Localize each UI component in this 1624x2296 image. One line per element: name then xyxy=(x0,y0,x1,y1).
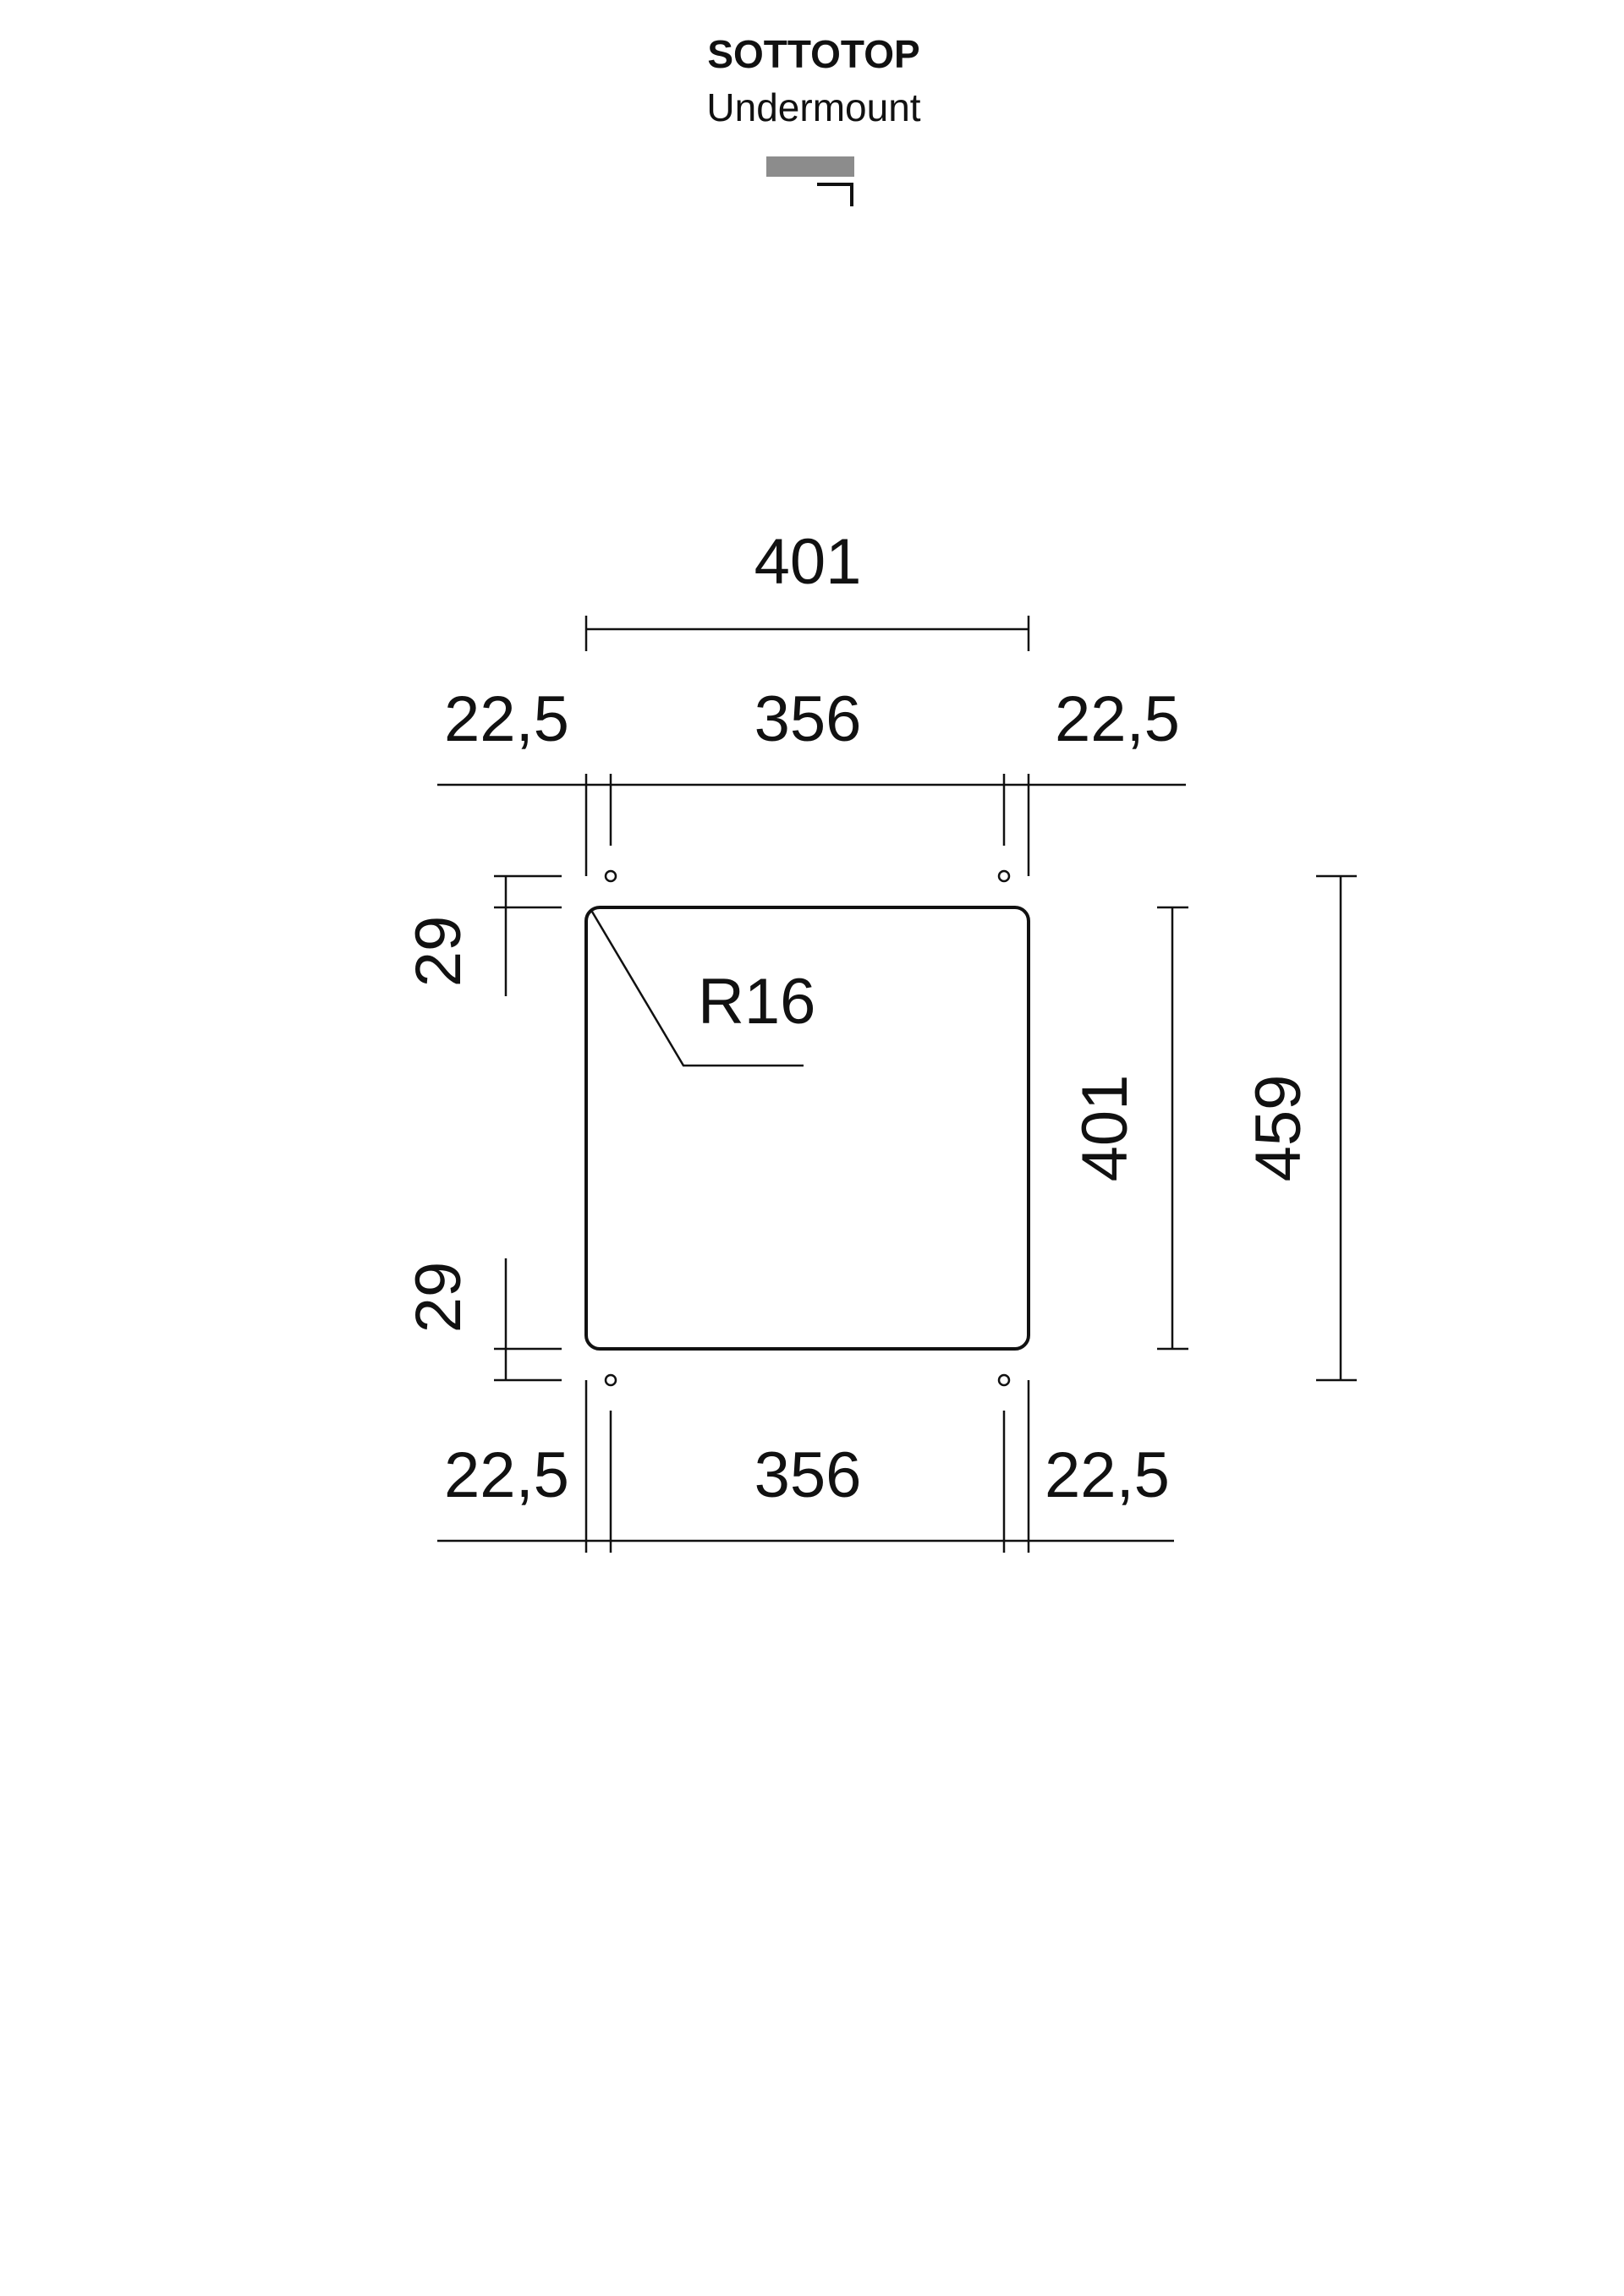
mounting-hole-bottom-left xyxy=(604,1373,617,1387)
top-hole-dimension-chain: 22,5 356 22,5 xyxy=(437,683,1186,876)
bottom-left-offset-label: 22,5 xyxy=(444,1439,569,1511)
mounting-hole-top-left xyxy=(604,869,617,883)
drawing-subtitle: Undermount xyxy=(706,85,920,129)
mounting-hole-top-right xyxy=(997,869,1011,883)
corner-radius-callout: R16 xyxy=(590,911,815,1067)
top-left-offset-label: 22,5 xyxy=(444,683,569,755)
bowl-cutout-outline xyxy=(584,906,1030,1351)
bottom-hole-offset-label: 29 xyxy=(403,1262,475,1334)
drawing-title: SOTTOTOP xyxy=(707,32,919,76)
top-right-offset-label: 22,5 xyxy=(1055,683,1180,755)
bowl-height-label: 401 xyxy=(1069,1075,1141,1182)
overall-height-label: 459 xyxy=(1243,1075,1314,1182)
bottom-right-offset-label: 22,5 xyxy=(1045,1439,1170,1511)
bowl-height-dimension: 401 xyxy=(1069,906,1188,1351)
top-hole-offset-label: 29 xyxy=(403,916,475,988)
corner-radius-label: R16 xyxy=(698,966,815,1038)
bottom-hole-offset-dimension: 29 xyxy=(403,1258,562,1382)
bottom-hole-spacing-label: 356 xyxy=(754,1439,862,1511)
undermount-section-icon xyxy=(766,156,854,206)
mounting-hole-bottom-right xyxy=(997,1373,1011,1387)
top-hole-spacing-label: 356 xyxy=(754,683,862,755)
top-hole-offset-dimension: 29 xyxy=(403,874,562,996)
bottom-hole-dimension-chain: 22,5 356 22,5 xyxy=(437,1380,1174,1553)
overall-width-label: 401 xyxy=(754,526,862,598)
overall-height-dimension: 459 xyxy=(1243,874,1357,1382)
overall-width-dimension: 401 xyxy=(584,526,1030,651)
